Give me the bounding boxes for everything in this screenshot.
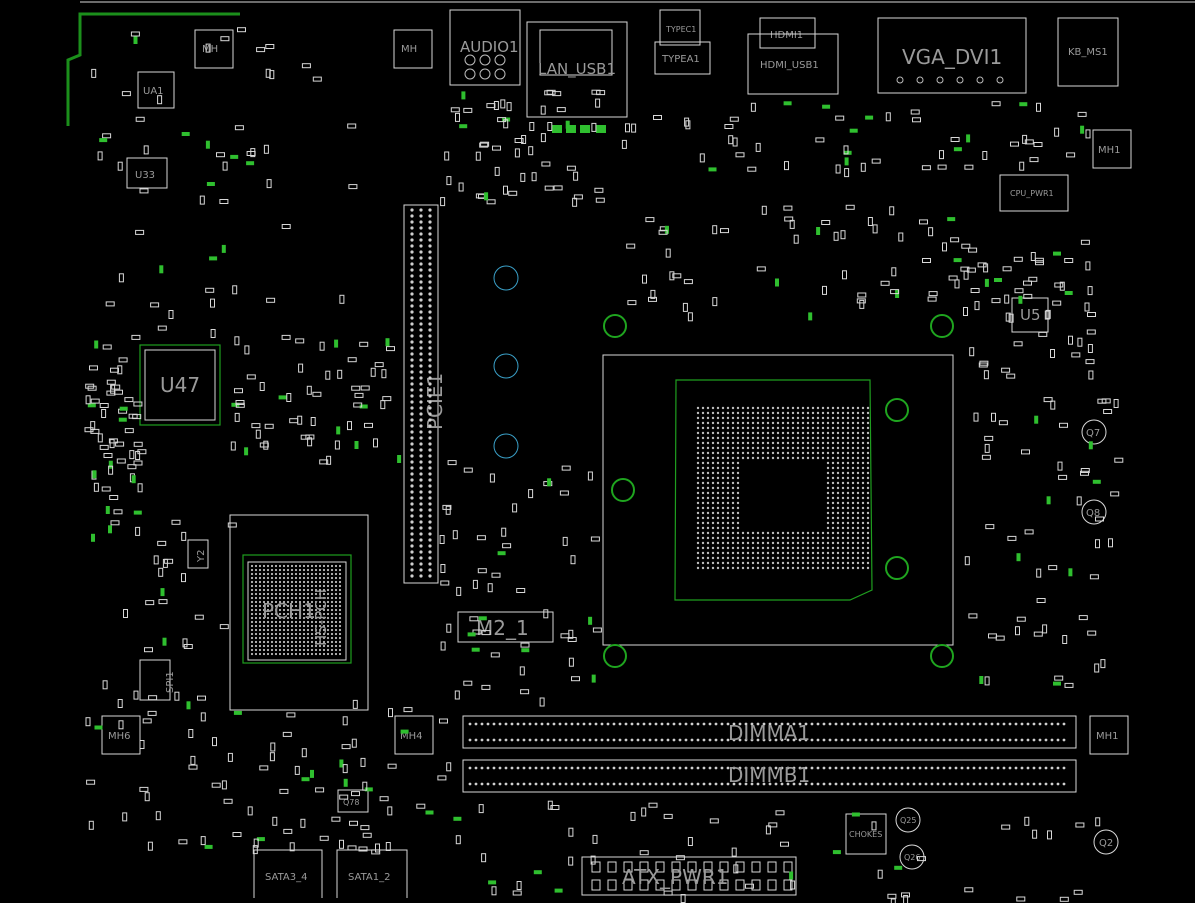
capacitors xyxy=(493,265,519,459)
edge-trace xyxy=(66,12,240,126)
u47-chip: U47 xyxy=(139,344,221,426)
ua1-chip: UA1 xyxy=(137,71,175,109)
typec-connector: TYPEC1 TYPEA1 xyxy=(654,9,711,75)
mount-hole-top-mid: MH xyxy=(393,29,433,69)
svg-text:Q2: Q2 xyxy=(1099,838,1113,849)
audio-connector: AUDIO1 xyxy=(449,9,521,86)
svg-text:U47: U47 xyxy=(160,373,200,397)
svg-text:MH: MH xyxy=(401,44,417,55)
mount-hole-mh4: MH4 xyxy=(394,715,434,755)
kb-ms-label: KB_MS1 xyxy=(1068,47,1108,58)
svg-text:Q8: Q8 xyxy=(1086,508,1100,519)
hdmi-usb-label: HDMI_USB1 xyxy=(760,60,819,71)
svg-text:PCIE1: PCIE1 xyxy=(423,373,447,430)
svg-text:SPI1: SPI1 xyxy=(165,671,176,693)
sata-3-4-connector: SATA3_4 xyxy=(253,849,323,898)
svg-text:U5: U5 xyxy=(1020,306,1041,324)
svg-text:SATA1_2: SATA1_2 xyxy=(348,872,391,883)
svg-text:DIMMA1: DIMMA1 xyxy=(728,721,810,745)
svg-text:Q25: Q25 xyxy=(900,816,916,825)
mount-hole-bottom-right: MH1 xyxy=(1089,715,1129,755)
svg-text:Q78: Q78 xyxy=(343,798,359,807)
svg-text:Q26: Q26 xyxy=(904,853,920,862)
svg-text:SATA3_4: SATA3_4 xyxy=(265,872,308,883)
typec-label: TYPEC1 xyxy=(665,25,696,34)
atx-power-connector: ATX_PWR1 xyxy=(581,856,797,896)
svg-text:CHOKES: CHOKES xyxy=(849,830,882,839)
typea-label: TYPEA1 xyxy=(661,54,700,65)
svg-text:UA1: UA1 xyxy=(143,86,164,97)
cpu-power-connector: CPU_PWR1 xyxy=(999,174,1069,212)
y2-crystal: Y2 xyxy=(187,539,209,569)
q7-part: Q7 xyxy=(1081,419,1107,445)
mount-hole-mh6: MH6 xyxy=(101,715,141,755)
pcie-slot: PCIE1 xyxy=(403,204,447,584)
lan-usb-connector: LAN_USB1 xyxy=(526,21,628,133)
kb-ms-connector: KB_MS1 xyxy=(1057,17,1119,87)
svg-text:U33: U33 xyxy=(135,170,155,181)
svg-text:HS-PCH: HS-PCH xyxy=(312,589,330,646)
small-components xyxy=(84,27,1124,903)
svg-text:MH1: MH1 xyxy=(1096,731,1119,742)
mount-hole-right: MH1 xyxy=(1092,129,1132,169)
cpu-socket xyxy=(602,314,954,668)
pch-chip: PCH1 HS-PCH xyxy=(229,514,369,711)
svg-text:Y2: Y2 xyxy=(196,550,207,563)
chokes-part: CHOKES xyxy=(845,813,887,855)
svg-text:DIMMB1: DIMMB1 xyxy=(728,763,810,787)
dimm-a-slot: DIMMA1 xyxy=(462,715,1077,749)
svg-text:Q7: Q7 xyxy=(1086,428,1100,439)
u33-chip: U33 xyxy=(126,157,168,189)
q2-part: Q2 xyxy=(1093,829,1119,855)
svg-text:MH4: MH4 xyxy=(400,731,423,742)
svg-text:PCH1: PCH1 xyxy=(262,599,316,623)
svg-text:ATX_PWR1: ATX_PWR1 xyxy=(622,865,729,889)
q78-part: Q78 xyxy=(337,789,369,813)
lan-usb-label: LAN_USB1 xyxy=(538,60,616,79)
hdmi-label: HDMI1 xyxy=(770,30,803,41)
svg-text:MH6: MH6 xyxy=(108,731,131,742)
q25-part: Q25 xyxy=(895,807,921,833)
svg-text:MH1: MH1 xyxy=(1098,145,1121,156)
svg-text:CPU_PWR1: CPU_PWR1 xyxy=(1010,189,1054,198)
hdmi-connector: HDMI1 HDMI_USB1 xyxy=(747,17,839,95)
dimm-b-slot: DIMMB1 xyxy=(462,759,1077,793)
q8-part: Q8 xyxy=(1081,499,1107,525)
audio-label: AUDIO1 xyxy=(460,38,519,56)
vga-dvi-label: VGA_DVI1 xyxy=(902,45,1002,69)
vga-dvi-connector: VGA_DVI1 xyxy=(877,17,1027,94)
